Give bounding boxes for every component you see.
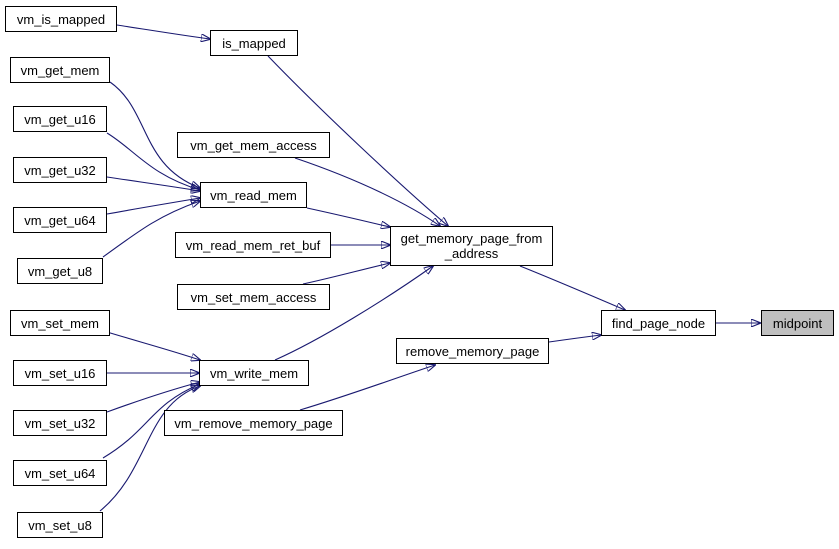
edge-vm_set_u32-vm_write_mem (106, 382, 200, 413)
node-get_memory_page_from_address[interactable]: get_memory_page_from _address (390, 226, 553, 266)
node-vm_set_mem[interactable]: vm_set_mem (10, 310, 110, 336)
edge-vm_get_u16-vm_read_mem (106, 132, 200, 190)
node-vm_get_mem_access[interactable]: vm_get_mem_access (177, 132, 330, 158)
edge-vm_set_u64-vm_write_mem (102, 384, 200, 459)
node-vm_set_u8[interactable]: vm_set_u8 (17, 512, 103, 538)
node-vm_get_u64[interactable]: vm_get_u64 (13, 207, 107, 233)
edge-vm_read_mem-get_memory_page_from_address (306, 207, 390, 227)
edge-vm_get_u32-vm_read_mem (106, 176, 200, 191)
edge-vm_write_mem-get_memory_page_from_address (274, 266, 433, 361)
node-find_page_node[interactable]: find_page_node (601, 310, 716, 336)
edge-remove_memory_page-find_page_node (548, 335, 601, 343)
node-vm_get_u8[interactable]: vm_get_u8 (17, 258, 103, 284)
node-vm_get_u32[interactable]: vm_get_u32 (13, 157, 107, 183)
edge-get_memory_page_from_address-find_page_node (519, 265, 625, 310)
edge-vm_remove_memory_page-remove_memory_page (299, 365, 435, 411)
node-vm_read_mem[interactable]: vm_read_mem (200, 182, 307, 208)
edge-vm_get_mem-vm_read_mem (109, 81, 200, 188)
edge-vm_set_mem_access-get_memory_page_from_address (302, 263, 390, 285)
node-vm_set_u64[interactable]: vm_set_u64 (13, 460, 107, 486)
edge-vm_is_mapped-is_mapped (116, 24, 210, 39)
node-vm_set_u16[interactable]: vm_set_u16 (13, 360, 107, 386)
node-vm_is_mapped[interactable]: vm_is_mapped (5, 6, 117, 32)
edge-is_mapped-get_memory_page_from_address (267, 55, 448, 226)
node-vm_set_u32[interactable]: vm_set_u32 (13, 410, 107, 436)
edge-vm_get_u64-vm_read_mem (106, 198, 200, 215)
edge-vm_set_mem-vm_write_mem (106, 331, 200, 360)
node-vm_read_mem_ret_buf[interactable]: vm_read_mem_ret_buf (175, 232, 331, 258)
node-vm_get_u16[interactable]: vm_get_u16 (13, 106, 107, 132)
node-vm_write_mem[interactable]: vm_write_mem (199, 360, 309, 386)
edge-vm_set_u8-vm_write_mem (99, 386, 200, 512)
node-remove_memory_page[interactable]: remove_memory_page (396, 338, 549, 364)
node-vm_set_mem_access[interactable]: vm_set_mem_access (177, 284, 330, 310)
node-vm_remove_memory_page[interactable]: vm_remove_memory_page (164, 410, 343, 436)
edge-vm_get_u8-vm_read_mem (102, 201, 200, 258)
node-midpoint: midpoint (761, 310, 834, 336)
node-is_mapped[interactable]: is_mapped (210, 30, 298, 56)
edge-vm_get_mem_access-get_memory_page_from_address (294, 157, 440, 226)
node-vm_get_mem[interactable]: vm_get_mem (10, 57, 110, 83)
